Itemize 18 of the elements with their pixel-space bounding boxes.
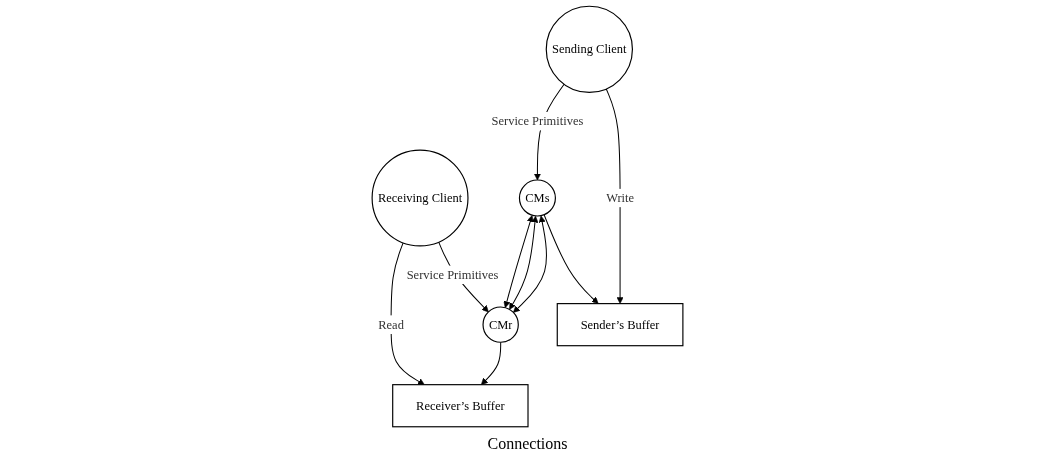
arrow [513, 215, 548, 313]
arrow [390, 242, 425, 385]
node-circle: CMs [518, 179, 556, 217]
node-box: Receiver’s Buffer [392, 384, 529, 428]
arrow [509, 215, 539, 310]
node-circle: Receiving Client [371, 149, 469, 247]
node-circle: Sending Client [545, 5, 633, 93]
edge-label: Service Primitives [406, 267, 499, 282]
arrow [503, 215, 534, 308]
node-box: Sender’s Buffer [556, 303, 684, 347]
edge-label: Write [606, 191, 635, 205]
arrow [543, 214, 599, 304]
arrow [481, 341, 502, 385]
edge-label: Read [378, 317, 404, 331]
arrow [605, 88, 624, 304]
node-circle: CMr [482, 306, 519, 343]
note-label: Connections [487, 435, 568, 452]
edge-label: Service Primitives [491, 114, 584, 128]
